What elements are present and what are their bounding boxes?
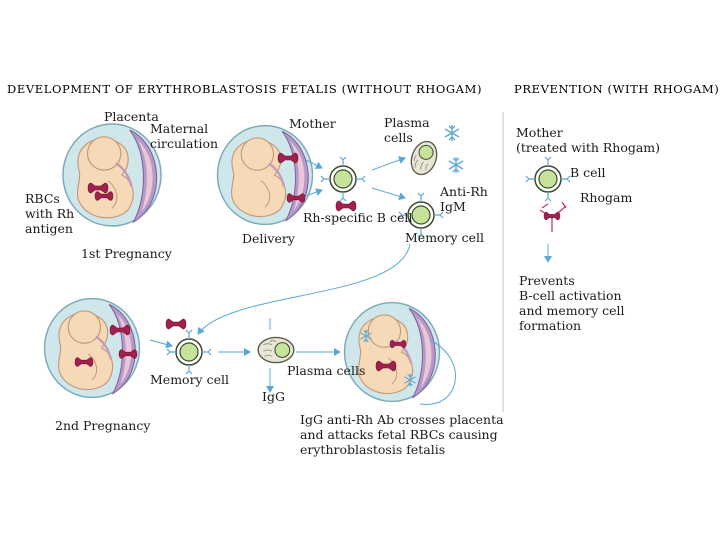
arrow-to-plasma-cell — [371, 156, 406, 171]
womb-first-pregnancy — [61, 122, 163, 228]
memory-cell-bottom-label: Memory cell — [150, 372, 229, 387]
mother-label: Mother — [289, 116, 336, 131]
arrow-to-b-cell — [305, 159, 323, 169]
rhogam-antibody — [539, 201, 567, 232]
second-pregnancy-label: 2nd Pregnancy — [55, 418, 151, 433]
placenta-label: Placenta — [104, 109, 159, 124]
arrow-to-memory-cell — [149, 339, 173, 349]
delivery-label: Delivery — [242, 231, 295, 246]
b-cell-prevention — [525, 156, 571, 202]
plasma-cell-bottom — [257, 336, 295, 364]
womb-second-pregnancy — [43, 297, 141, 399]
womb-delivery — [216, 124, 314, 226]
circulation-loop — [419, 339, 456, 405]
arrow-to-b-cell — [305, 188, 323, 197]
mother-treated-label: Mother(treated with Rhogam) — [516, 125, 661, 155]
arrow-to-memory-cell — [371, 187, 406, 201]
rhogam-label: Rhogam — [580, 190, 633, 205]
plasma-cells-bottom-label: Plasma cells — [287, 363, 366, 378]
development-header: DEVELOPMENT OF ERYTHROBLASTOSIS FETALIS … — [7, 82, 482, 96]
arrow-memory-to-second-pregnancy — [197, 243, 411, 335]
memory-cell-top-label: Memory cell — [405, 230, 484, 245]
prevention-header: PREVENTION (WITH RHOGAM) — [514, 82, 719, 96]
womb-attacked — [343, 301, 441, 403]
igg-label: IgG — [262, 389, 285, 404]
igm-antibody — [448, 156, 464, 174]
rh-specific-b-cell-label: Rh-specific B cell — [303, 210, 413, 225]
b-cell-label: B cell — [570, 165, 606, 180]
rh-specific-b-cell — [320, 156, 366, 202]
igm-antibody — [444, 124, 460, 142]
first-pregnancy-label: 1st Pregnancy — [81, 246, 172, 261]
memory-cell-bottom — [166, 329, 212, 375]
rbc-antigen — [165, 318, 187, 330]
